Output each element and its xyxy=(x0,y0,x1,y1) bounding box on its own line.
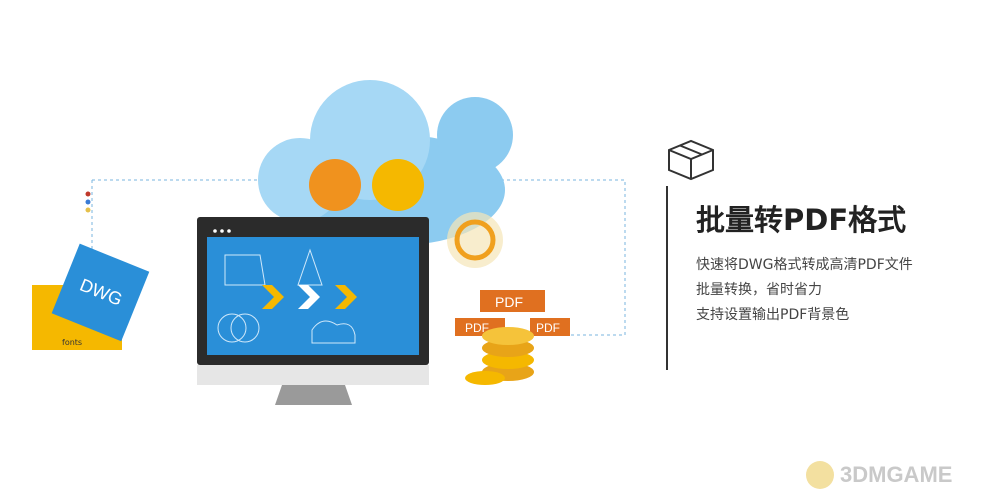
feature-line: 快速将DWG格式转成高清PDF文件 xyxy=(696,257,913,273)
fonts-label: fonts xyxy=(62,338,82,347)
pdf-label: PDF xyxy=(495,294,523,310)
coin-stack-icon xyxy=(465,327,534,385)
pdf-label: PDF xyxy=(536,321,560,335)
dashed-connector xyxy=(91,179,300,260)
pdf-label: PDF xyxy=(465,321,489,335)
sync-ring xyxy=(454,219,496,261)
feature-line: 支持设置输出PDF背景色 xyxy=(696,307,850,323)
dot xyxy=(85,207,91,213)
feature-title: 批量转PDF格式 xyxy=(696,203,907,237)
feature-description: 快速将DWG格式转成高清PDF文件 批量转换，省时省力 支持设置输出PDF背景色 xyxy=(696,253,913,328)
watermark-logo-icon xyxy=(806,461,834,489)
pdf-badges: PDF PDF PDF xyxy=(455,290,570,336)
watermark: 3DMGAME xyxy=(840,462,953,487)
dot xyxy=(85,191,91,197)
dashed-connector xyxy=(495,179,626,336)
monitor-icon xyxy=(197,217,429,405)
dwg-file-icon: DWG fonts xyxy=(32,243,150,350)
feature-line: 批量转换，省时省力 xyxy=(696,282,822,298)
divider-line xyxy=(666,186,668,370)
box-icon xyxy=(665,138,717,186)
dot xyxy=(85,199,91,205)
